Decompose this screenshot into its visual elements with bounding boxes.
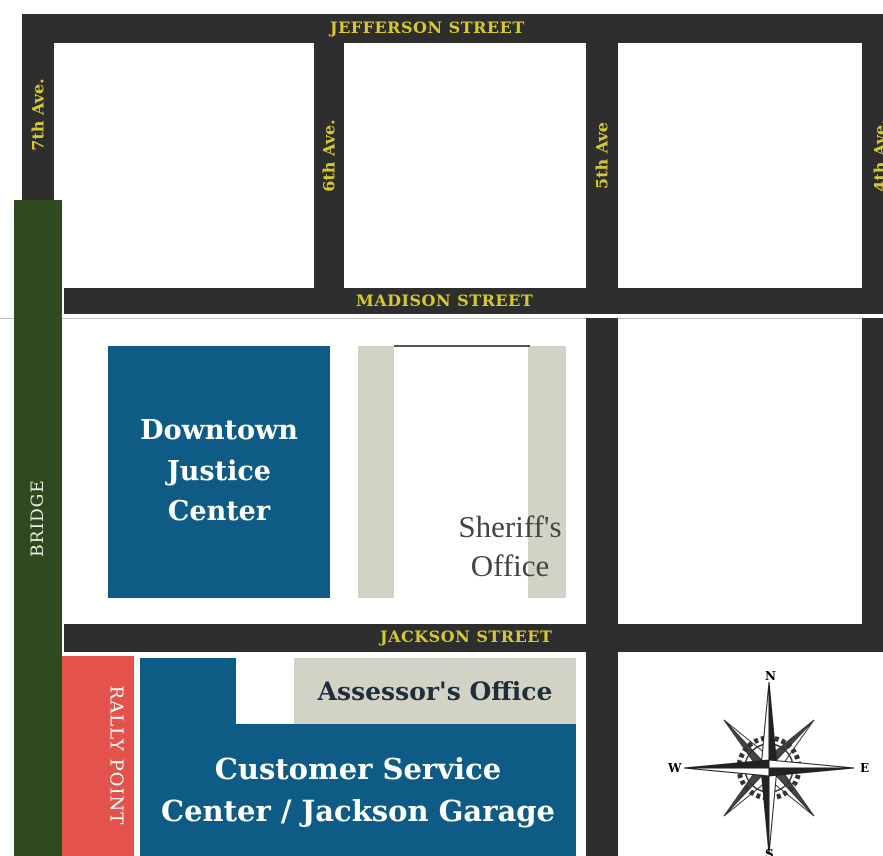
customer-service-center-upper	[140, 658, 236, 728]
compass-cardinal-points	[683, 681, 855, 855]
seventh-ave-label: 7th Ave.	[28, 78, 48, 151]
fifth-ave-south	[586, 318, 618, 856]
justice-center-label: Downtown Justice Center	[140, 411, 298, 533]
madison-street-label: MADISON STREET	[356, 291, 534, 310]
rally-point	[62, 656, 134, 856]
sheriff-line-2: Office	[470, 547, 550, 583]
sheriffs-office-right-wing	[528, 346, 566, 598]
fourth-ave-label-wrap: 4th Ave.	[862, 43, 883, 289]
divider-line	[0, 318, 883, 319]
seventh-ave-label-wrap: 7th Ave.	[22, 43, 54, 200]
downtown-justice-center: Downtown Justice Center	[108, 346, 330, 598]
justice-center-line-1: Downtown	[140, 415, 298, 447]
compass-north-label: N	[765, 669, 776, 683]
customer-service-center: Customer Service Center / Jackson Garage	[140, 724, 576, 856]
sheriffs-office-top-line	[394, 345, 530, 347]
sheriff-line-1: Sheriff's	[458, 509, 562, 544]
jackson-street-label: JACKSON STREET	[380, 627, 553, 646]
bridge-label: BRIDGE	[28, 479, 48, 557]
justice-center-line-2: Justice	[167, 455, 271, 487]
sheriffs-office-left-wing	[358, 346, 394, 598]
justice-center-line-3: Center	[167, 496, 271, 528]
fifth-ave-label: 5th Ave	[592, 122, 612, 189]
customer-service-label: Customer Service Center / Jackson Garage	[161, 748, 555, 832]
jefferson-street-label: JEFFERSON STREET	[330, 18, 525, 37]
assessors-office: Assessor's Office	[294, 658, 576, 724]
customer-service-line-2: Center / Jackson Garage	[161, 794, 555, 828]
compass-south-label: S	[765, 847, 774, 856]
sixth-ave-label-wrap: 6th Ave.	[314, 43, 344, 289]
fifth-ave	[586, 43, 618, 289]
fourth-ave-label: 4th Ave.	[870, 119, 883, 192]
rally-point-label: RALLY POINT	[105, 685, 127, 826]
fourth-ave	[862, 43, 883, 289]
seventh-ave	[22, 43, 54, 200]
customer-service-line-1: Customer Service	[214, 751, 502, 786]
bridge	[14, 200, 62, 856]
fifth-ave-label-wrap: 5th Ave	[586, 43, 618, 289]
assessors-office-label: Assessor's Office	[317, 676, 553, 706]
fourth-ave-south	[862, 318, 883, 624]
compass-east-label: E	[860, 761, 869, 775]
compass-rose-icon: N W E S	[667, 669, 869, 856]
jefferson-street	[22, 14, 883, 43]
madison-street	[64, 288, 883, 314]
sixth-ave	[314, 43, 344, 289]
sheriffs-office-label: Sheriff's Office	[420, 508, 600, 586]
jackson-street	[64, 624, 883, 652]
sixth-ave-label: 6th Ave.	[319, 119, 339, 192]
compass-west-label: W	[667, 761, 682, 775]
